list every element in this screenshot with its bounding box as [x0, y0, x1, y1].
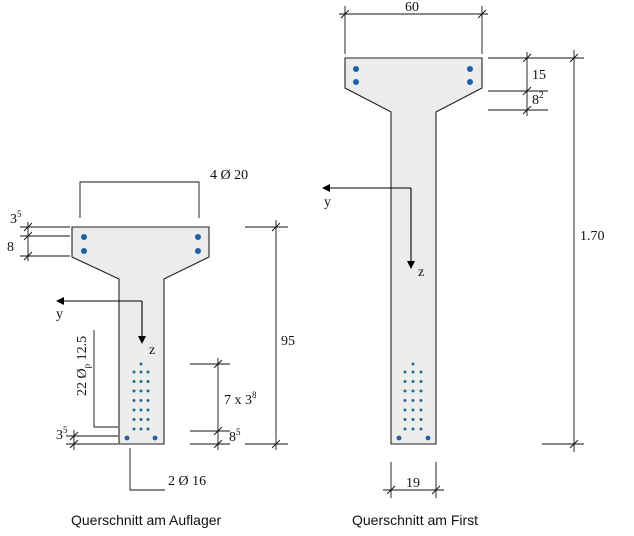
tendon-dot	[139, 370, 143, 374]
top-rebar	[467, 79, 473, 85]
tendon-dot	[419, 427, 423, 431]
tendon-dot	[419, 418, 423, 421]
top-rebar	[81, 234, 87, 240]
dim-flange-taper-support: 8	[7, 240, 14, 255]
caption-support: Querschnitt am Auflager	[71, 512, 222, 528]
y-axis-label-ridge: y	[324, 195, 331, 210]
tendon-leader	[93, 330, 118, 428]
tendon-dot	[146, 408, 150, 412]
dim-tendon-bottom: 85	[229, 427, 241, 445]
dim-flange-top-support: 35	[10, 209, 22, 227]
tendon-dot	[132, 408, 136, 412]
tendon-dot	[419, 389, 423, 393]
top-rebar	[467, 66, 473, 72]
tendon-dot	[403, 408, 407, 412]
dim-height-ridge: 1.70	[580, 229, 605, 244]
tendon-dot	[403, 380, 407, 383]
tendon-dot	[411, 427, 415, 431]
tendon-label: 22 Øp 12.5	[75, 336, 92, 396]
bottom-rebar	[396, 435, 402, 441]
tendon-dot	[146, 399, 150, 402]
dim-height-support: 95	[281, 334, 295, 349]
z-axis-label-ridge: z	[418, 265, 424, 280]
tendon-dot	[411, 399, 415, 402]
tendon-dot	[419, 380, 423, 383]
bottom-rebar	[152, 435, 158, 441]
dim-flange-top-ridge: 15	[532, 68, 546, 83]
caption-ridge: Querschnitt am First	[352, 512, 478, 528]
tendon-dot	[419, 408, 423, 412]
tendon-dot	[411, 418, 415, 421]
tendon-dot	[139, 408, 143, 412]
tendon-dot	[411, 389, 415, 393]
tendon-dot	[419, 370, 423, 374]
dim-flange-taper-ridge: 82	[532, 90, 544, 108]
tendon-dot	[146, 380, 150, 383]
tendon-dot	[132, 418, 136, 421]
top-rebar	[353, 79, 359, 85]
top-rebar-label: 4 Ø 20	[210, 168, 248, 183]
tendon-dot	[132, 370, 136, 374]
tendon-dot	[403, 427, 407, 431]
tendon-group-ridge	[403, 362, 423, 431]
tendon-dot	[146, 370, 150, 374]
dim-tendon-spacing: 7 x 38	[224, 390, 257, 408]
top-rebar	[81, 248, 87, 254]
tendon-dot	[403, 389, 407, 393]
tendon-dot	[146, 427, 150, 431]
section-ridge: 60 15 82 1.70 19 y z Querschnitt am	[322, 0, 605, 528]
top-rebar-leader	[79, 181, 200, 218]
tendon-dot	[411, 408, 415, 412]
dim-web-width-ridge: 19	[406, 476, 420, 491]
tendon-dot	[132, 427, 136, 431]
tendon-dot	[139, 380, 143, 383]
tendon-dot	[419, 399, 423, 402]
tendon-dot	[139, 362, 143, 366]
tendon-dot	[403, 418, 407, 421]
tendon-dot	[139, 399, 143, 402]
tendon-dot	[411, 362, 415, 366]
tendon-dot	[411, 380, 415, 383]
y-axis-label-support: y	[56, 307, 63, 322]
tendon-dot	[139, 418, 143, 421]
tendon-group-support	[132, 362, 150, 431]
tendon-dot	[139, 389, 143, 393]
top-rebar	[353, 66, 359, 72]
tendon-dot	[403, 370, 407, 374]
tendon-dot	[139, 427, 143, 431]
tendon-dot	[411, 370, 415, 374]
bottom-rebar	[124, 435, 130, 441]
bottom-rebar-label: 2 Ø 16	[168, 474, 206, 489]
tendon-dot	[132, 380, 136, 383]
bottom-rebar-leader	[129, 448, 165, 491]
tendon-dot	[132, 399, 136, 402]
t-section-ridge-outline	[344, 57, 483, 445]
tendon-dot	[146, 389, 150, 393]
tendon-dot	[146, 418, 150, 421]
bottom-rebar	[425, 435, 431, 441]
dim-width-ridge: 60	[405, 0, 419, 15]
tendon-dot	[132, 389, 136, 393]
tendon-dot	[403, 399, 407, 402]
top-rebar	[195, 248, 201, 254]
top-rebar	[195, 234, 201, 240]
t-section-support-outline	[71, 226, 210, 445]
section-support: 4 Ø 20 2 Ø 16 22 Øp 12.5 35 8 95	[7, 168, 295, 528]
z-axis-label-support: z	[149, 343, 155, 358]
dim-cover-bottom: 35	[56, 425, 68, 443]
